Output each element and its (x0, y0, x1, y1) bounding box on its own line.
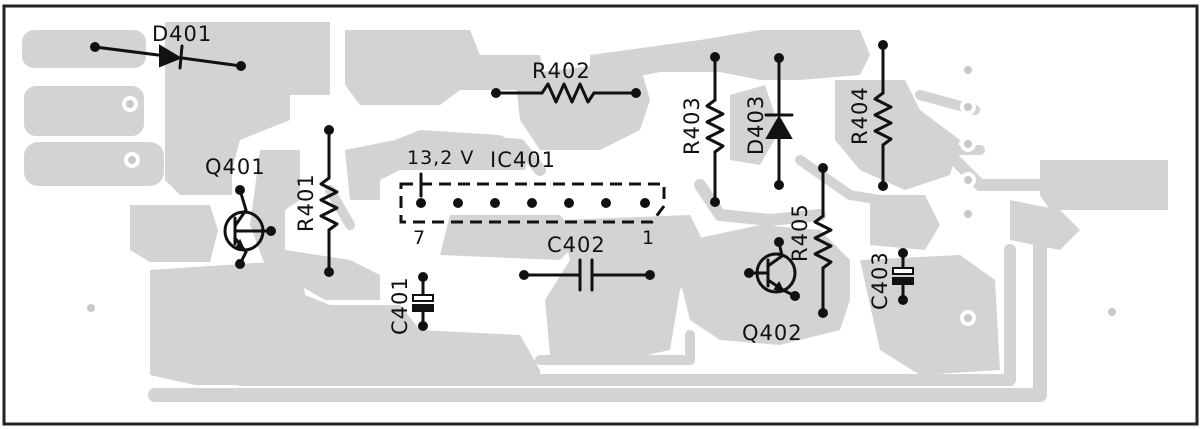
label-r405: R405 (788, 203, 812, 262)
hole-top-left-2 (124, 152, 140, 168)
d401-pad-1 (90, 42, 100, 52)
label-pin1: 1 (642, 227, 655, 249)
label-r402: R402 (532, 59, 591, 83)
capacitor-c403 (892, 248, 914, 305)
hole-left-mid (83, 300, 99, 316)
label-d401: D401 (152, 22, 212, 46)
label-r401: R401 (294, 173, 318, 232)
label-c402: C402 (547, 233, 606, 257)
label-q401: Q401 (205, 155, 266, 179)
label-d403: D403 (744, 95, 768, 155)
label-r404: R404 (848, 86, 872, 145)
hole-right-1 (960, 62, 976, 78)
label-voltage: 13,2 V (407, 147, 474, 169)
label-ic401: IC401 (490, 148, 556, 172)
copper-traces (148, 90, 1047, 402)
hole-right-4 (960, 172, 976, 188)
ic401-pin-1 (640, 198, 650, 208)
label-r403: R403 (680, 96, 704, 155)
hole-right-low (960, 310, 976, 326)
hole-top-left-1 (122, 96, 138, 112)
capacitor-c401 (412, 272, 434, 331)
transistor-q402 (744, 237, 800, 301)
label-c403: C403 (868, 251, 892, 310)
label-c401: C401 (388, 276, 412, 335)
resistor-r405 (813, 163, 833, 318)
hole-right-3 (960, 136, 976, 152)
hole-right-2 (960, 99, 976, 115)
label-q402: Q402 (742, 321, 803, 345)
resistor-r403 (705, 52, 725, 207)
label-pin7: 7 (413, 227, 426, 249)
diode-d401 (90, 42, 246, 71)
hole-right-5 (960, 206, 976, 222)
mounting-holes (83, 62, 1120, 326)
resistor-r402 (491, 82, 641, 104)
d401-pad-2 (236, 61, 246, 71)
resistor-r404 (873, 40, 893, 191)
hole-far-right (1104, 304, 1120, 320)
ic-ic401 (399, 172, 666, 224)
diode-d403 (764, 53, 794, 190)
resistor-r401 (319, 125, 339, 277)
ic401-pin-7 (416, 198, 426, 208)
transistor-q401 (223, 185, 276, 269)
copper-layer (22, 22, 1168, 385)
capacitor-c402 (519, 258, 655, 292)
component-labels: D401 R402 Q401 R401 13,2 V IC401 7 1 C40… (152, 22, 892, 345)
